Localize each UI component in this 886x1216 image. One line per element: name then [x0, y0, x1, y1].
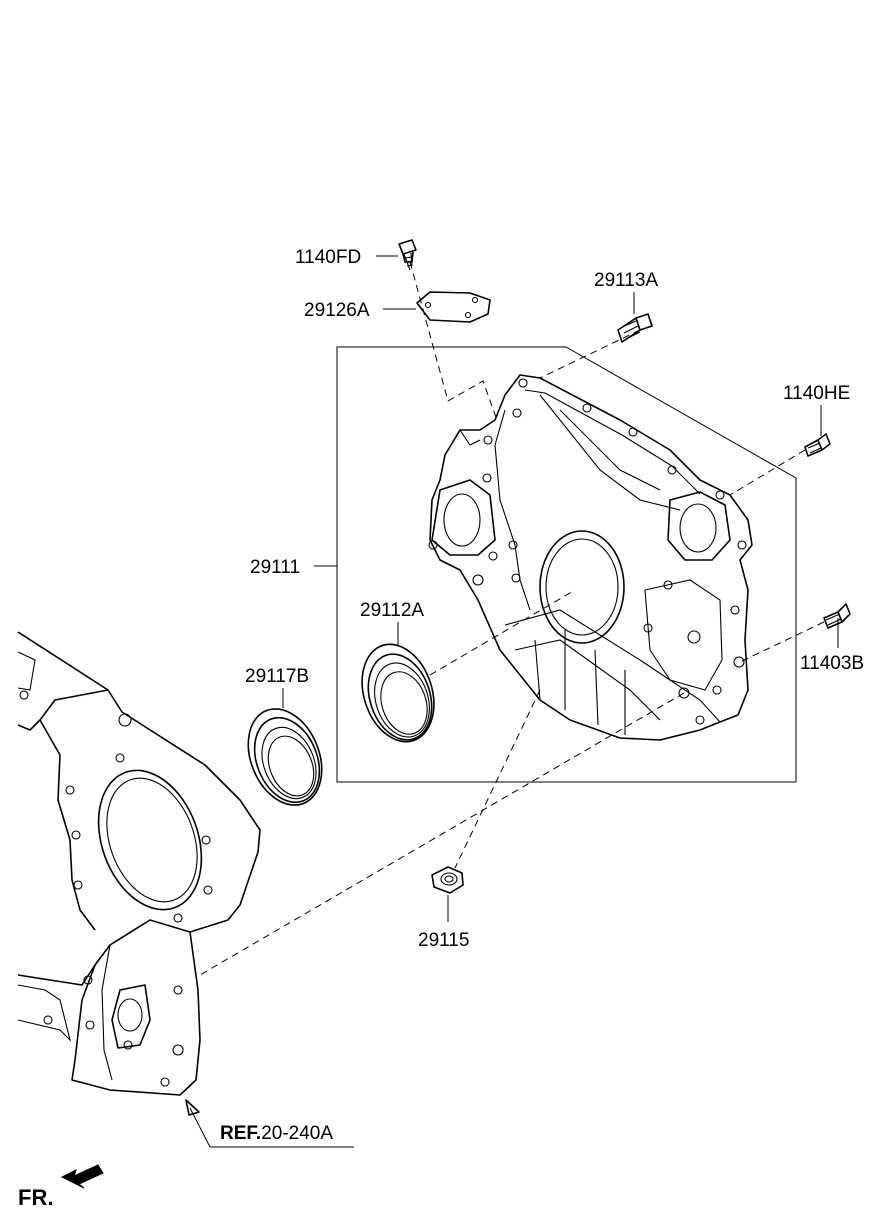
- oil-seal-29112a[interactable]: [350, 635, 446, 751]
- label-29117b[interactable]: 29117B: [245, 666, 309, 687]
- oil-seal-29117b[interactable]: [235, 698, 336, 816]
- reference-callout[interactable]: REF.20-240A: [220, 1123, 333, 1144]
- cover-plate-29126a[interactable]: [416, 291, 491, 323]
- dowel-29115[interactable]: [431, 866, 464, 894]
- engine-block-reference[interactable]: [17, 631, 261, 1096]
- front-label: FR.: [18, 1185, 53, 1210]
- front-direction-indicator: FR.: [18, 1164, 104, 1210]
- leader-lines: [185, 255, 839, 1148]
- label-29111[interactable]: 29111: [250, 557, 300, 578]
- reference-code: 20-240A: [261, 1123, 333, 1144]
- assembly-lines: [199, 261, 825, 976]
- label-1140fd[interactable]: 1140FD: [295, 247, 361, 268]
- bolt-1140he[interactable]: [804, 433, 831, 457]
- bolt-1140fd[interactable]: [398, 239, 417, 271]
- front-cover-29111[interactable]: [428, 374, 753, 741]
- bolt-11403b[interactable]: [823, 603, 851, 629]
- assembly-group-box: [336, 346, 797, 783]
- svg-text:REF.20-240A: REF.20-240A: [220, 1123, 333, 1144]
- label-29126a[interactable]: 29126A: [304, 300, 370, 321]
- label-29113a[interactable]: 29113A: [594, 270, 658, 291]
- front-arrow-icon: [60, 1164, 104, 1189]
- label-11403b[interactable]: 11403B: [800, 653, 864, 674]
- part-labels: 1140FD 29126A 29113A 1140HE 29111 29112A…: [245, 247, 864, 951]
- label-1140he[interactable]: 1140HE: [783, 383, 850, 404]
- reference-prefix: REF.: [220, 1123, 261, 1144]
- label-29115[interactable]: 29115: [418, 930, 469, 951]
- label-29112a[interactable]: 29112A: [360, 600, 424, 621]
